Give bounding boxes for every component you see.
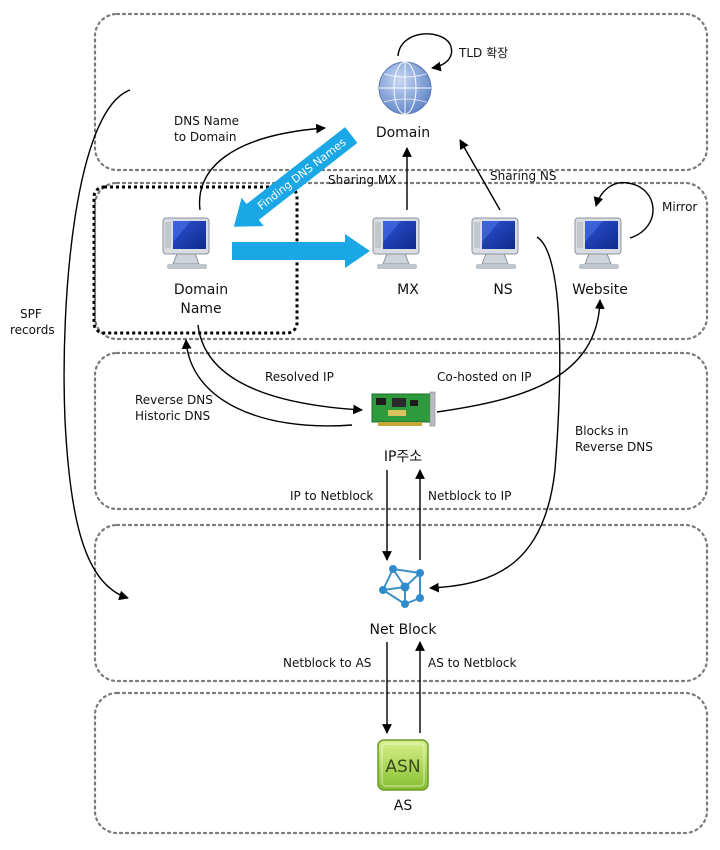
edge-reverse-dns-line2: Historic DNS [135, 409, 210, 423]
domain-name-highlight-box [92, 185, 299, 335]
edge-as-to-netblock-label: AS to Netblock [428, 656, 516, 670]
layer-band-netblock [93, 523, 709, 683]
node-domain-label: Domain [376, 125, 430, 141]
node-ip-label: IP주소 [384, 449, 422, 465]
edge-netblock-to-as-label: Netblock to AS [283, 656, 371, 670]
edge-mirror-label: Mirror [662, 200, 697, 214]
layer-band-ip [93, 351, 709, 511]
reverse-dns-arrow [181, 339, 353, 427]
network-card-icon [371, 391, 436, 427]
website-monitor-icon [574, 217, 622, 270]
edge-sharing-mx-label: Sharing MX [328, 173, 396, 187]
edge-ip-to-netblock-label: IP to Netblock [290, 489, 373, 503]
edge-dns-name-to-domain-line1: DNS Name [174, 114, 239, 128]
edge-dns-name-to-domain-line2: to Domain [174, 130, 236, 144]
netblock-network-icon [379, 565, 424, 608]
edge-cohosted-ip-label: Co-hosted on IP [437, 370, 532, 384]
domain-name-monitor-icon [162, 217, 210, 270]
node-as-label: AS [394, 798, 413, 814]
dns-name-to-domain-arrow [198, 123, 326, 211]
ns-monitor-icon [471, 217, 519, 270]
layer-band-as [93, 691, 709, 835]
layer-band-domain [93, 12, 709, 172]
edge-blocks-rdns-line1: Blocks in [575, 424, 628, 438]
asn-badge-icon: ASN [377, 739, 429, 791]
sharing-ns-arrow [459, 139, 501, 211]
resolved-ip-arrow [197, 324, 363, 415]
blocks-reverse-dns-arrow [429, 236, 561, 593]
edge-tld-label: TLD 확장 [458, 46, 508, 60]
cohosted-ip-arrow [436, 299, 605, 413]
mx-monitor-icon [372, 217, 420, 270]
promote-arrow-blue [232, 234, 370, 268]
edge-spf-label-line1: SPF [20, 307, 42, 321]
edge-resolved-ip-label: Resolved IP [265, 370, 334, 384]
edge-spf-label-line2: records [10, 323, 55, 337]
tld-extension-loop [397, 33, 453, 72]
mirror-loop [593, 181, 654, 239]
node-ns-label: NS [493, 282, 512, 298]
asn-logo-text: ASN [385, 757, 420, 777]
node-mx-label: MX [397, 282, 419, 298]
node-domain-name-label-line1: Domain [174, 282, 228, 298]
spf-records-arrow [63, 89, 131, 601]
node-domain-name-label-line2: Name [180, 301, 221, 317]
node-website-label: Website [572, 282, 628, 298]
node-netblock-label: Net Block [370, 622, 438, 638]
edge-blocks-rdns-line2: Reverse DNS [575, 440, 653, 454]
edge-sharing-ns-label: Sharing NS [490, 169, 556, 183]
edge-reverse-dns-line1: Reverse DNS [135, 393, 213, 407]
domain-globe-icon [378, 61, 432, 115]
edge-netblock-to-ip-label: Netblock to IP [428, 489, 511, 503]
